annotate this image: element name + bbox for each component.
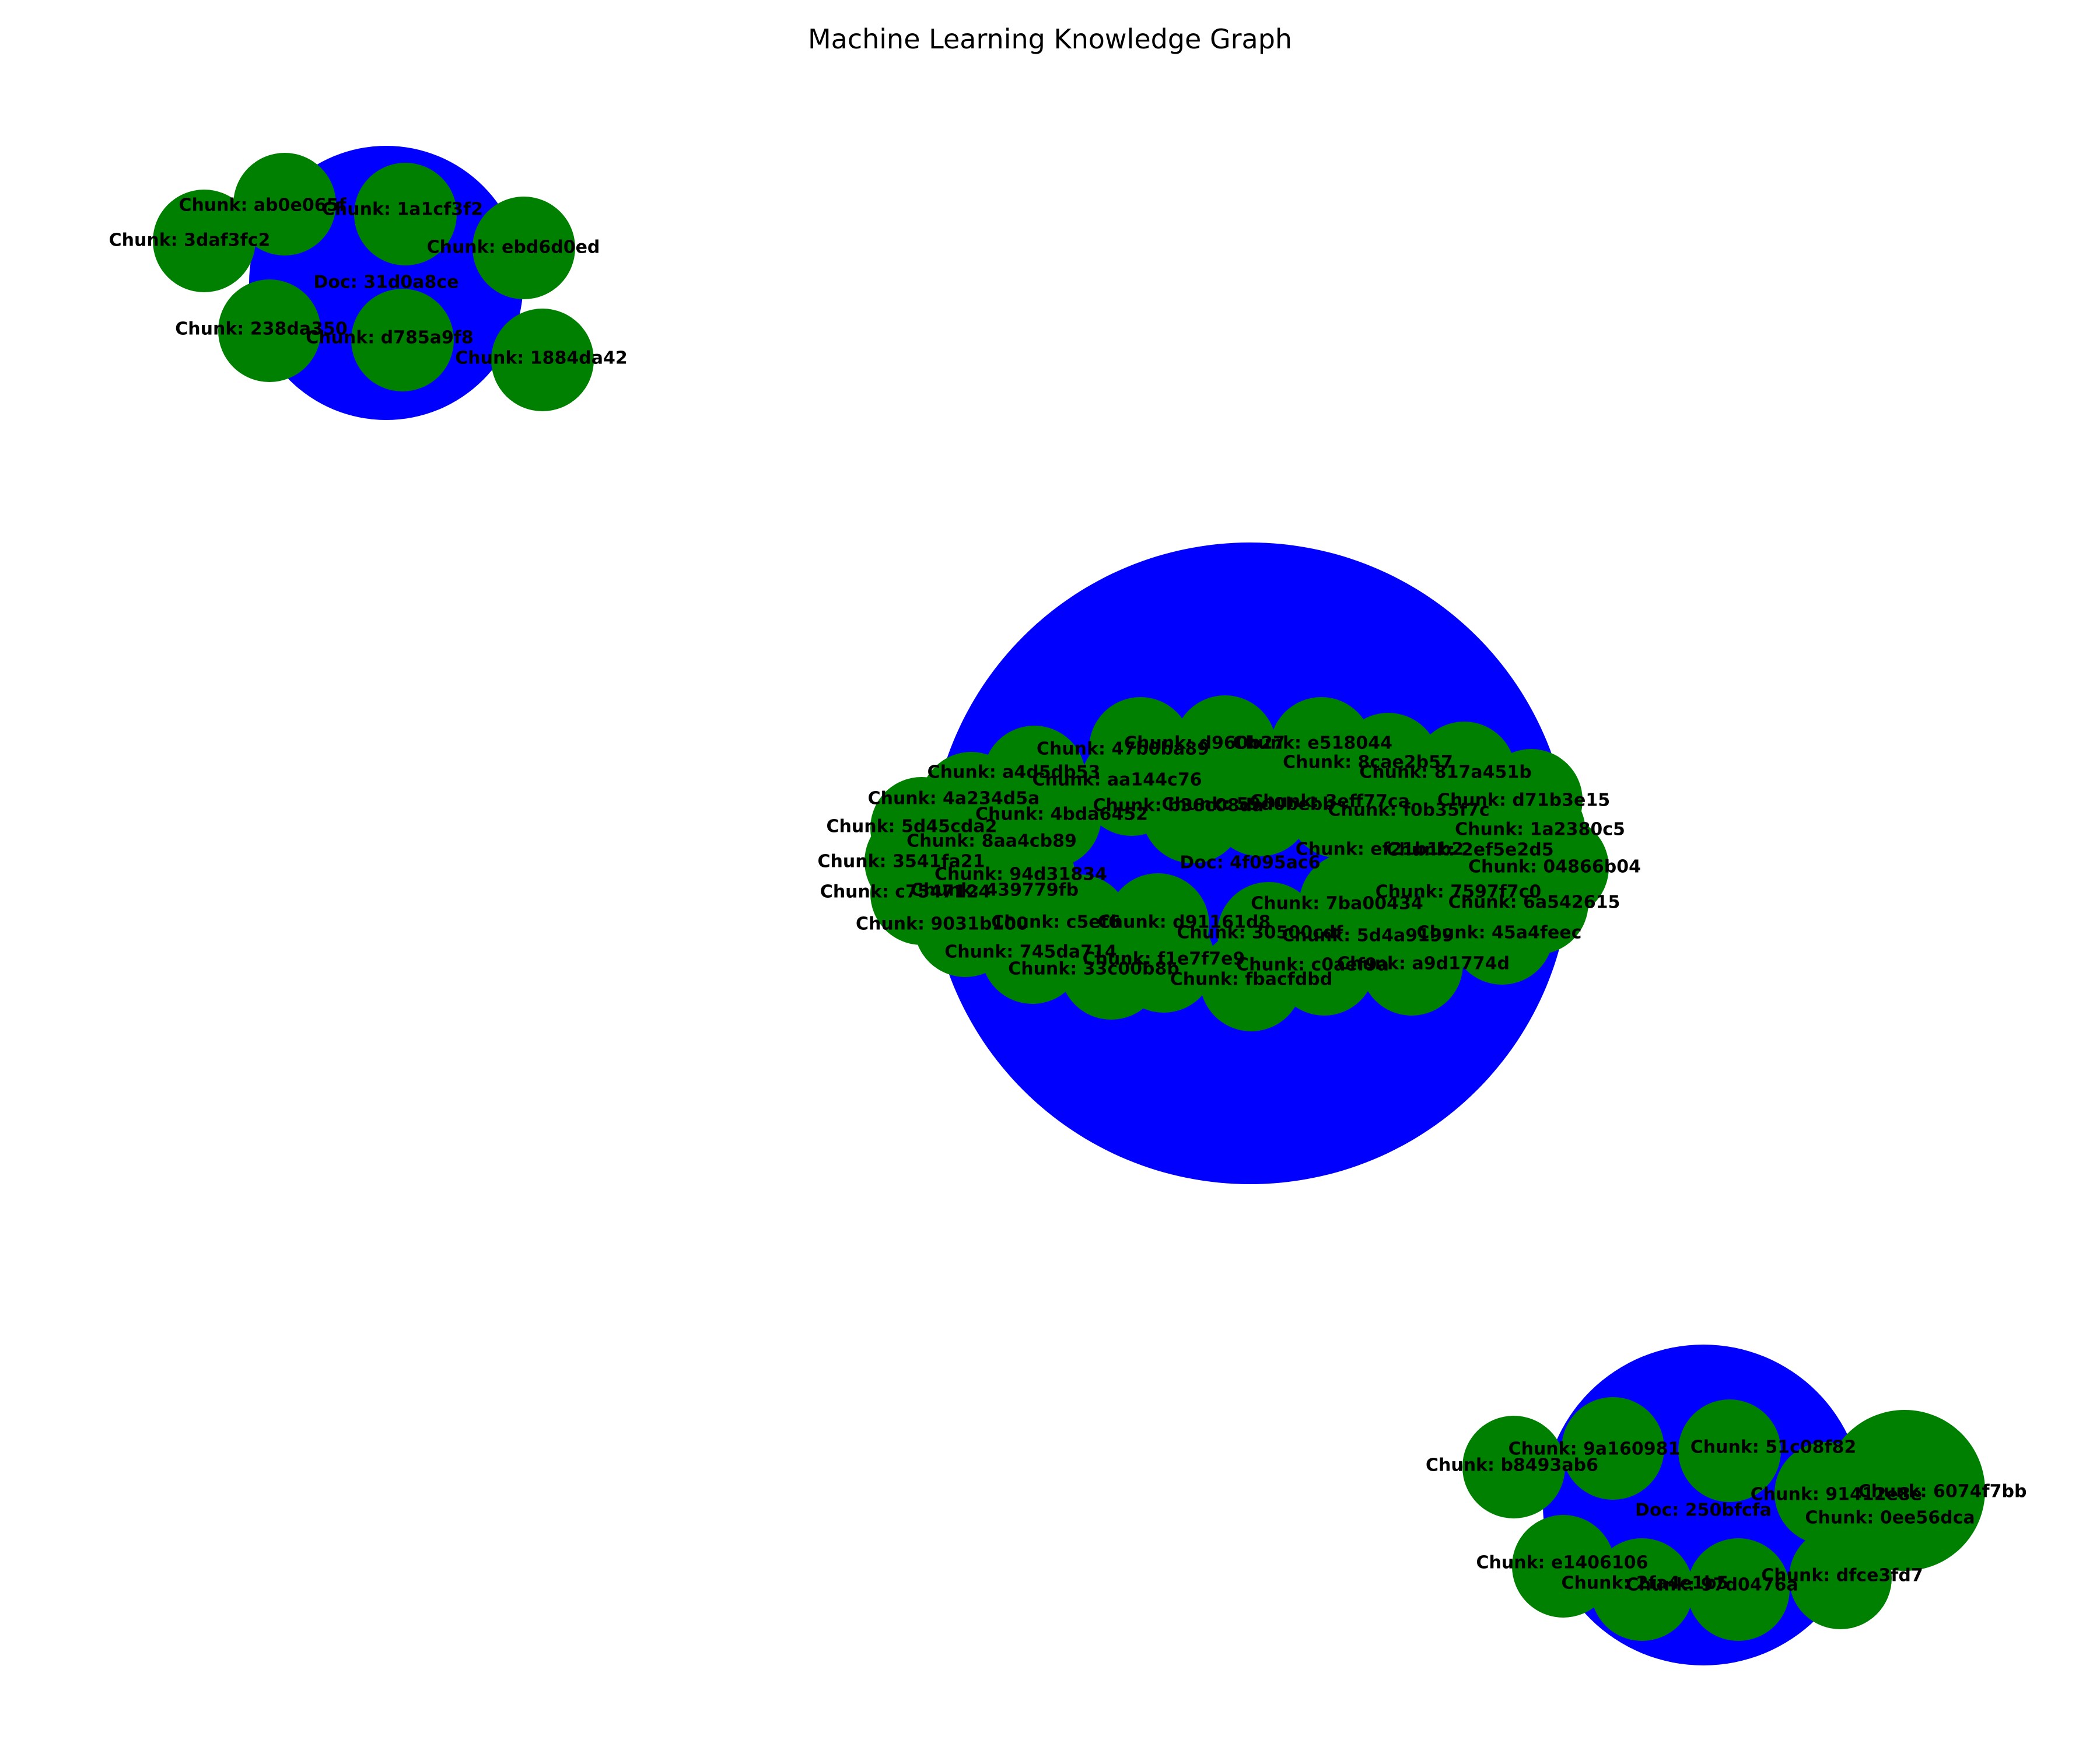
chunk-node-label: Chunk: b8493ab6 xyxy=(1426,1455,1598,1476)
chunk-node-label: Chunk: 33c00b8b xyxy=(1008,959,1180,979)
chunk-node-label: Chunk: 8cae2b57 xyxy=(1283,752,1453,773)
chunk-node-label: Chunk: c7547124 xyxy=(820,882,991,902)
chunk-node xyxy=(153,190,256,292)
chunk-node xyxy=(1360,913,1463,1016)
chunk-node-label: Chunk: f0b35f7c xyxy=(1328,800,1489,821)
chunk-node-label: Chunk: 4a234d5a xyxy=(868,789,1040,809)
chunk-node-label: Chunk: a4d5db53 xyxy=(928,762,1101,783)
chunk-node xyxy=(491,309,594,411)
chunk-node xyxy=(1687,1538,1790,1641)
chunk-node-label: Chunk: 51c08f82 xyxy=(1690,1437,1857,1458)
chunk-node-label: Chunk: ef21b1b2 xyxy=(1296,839,1464,860)
chunk-node-label: Chunk: ebd6d0ed xyxy=(427,237,600,258)
chunk-node xyxy=(981,901,1084,1004)
chunk-node-label: Chunk: 439779fb xyxy=(911,880,1079,901)
chunk-node-label: Chunk: 2ef5e2d5 xyxy=(1386,840,1553,860)
chunk-node-label: Chunk: f1e7f7e9 xyxy=(1083,949,1245,970)
chunk-node xyxy=(354,163,457,265)
chunk-node xyxy=(473,197,575,299)
chunk-node-label: Chunk: 745da714 xyxy=(944,942,1116,963)
chunk-node-label: Chunk: b36c08da xyxy=(1093,796,1264,816)
document-node-label: Doc: 4f095ac6 xyxy=(1180,853,1320,873)
chunk-node-label: Chunk: 47b0ba89 xyxy=(1037,739,1209,760)
chunk-node-label: Chunk: 817a451b xyxy=(1359,762,1531,783)
chunk-node xyxy=(1562,1397,1664,1500)
chunk-node xyxy=(1591,1538,1693,1641)
chunk-node-label: Chunk: 2fa4e1b5 xyxy=(1561,1573,1728,1594)
chunk-node xyxy=(1462,1416,1565,1518)
chunk-node-label: Chunk: d91161d8 xyxy=(1098,912,1271,933)
chunk-node-label: Chunk: a9d1774d xyxy=(1337,954,1510,974)
chunk-node-label: Chunk: 8aa4cb89 xyxy=(907,831,1077,852)
chunk-node xyxy=(233,153,336,256)
document-node xyxy=(929,542,1571,1184)
chunk-node-label: Chunk: 3541fa21 xyxy=(817,852,985,872)
chunk-node-label: Chunk: ab0e065f xyxy=(178,195,346,216)
chunk-node xyxy=(1512,1515,1615,1618)
chunk-node xyxy=(1060,917,1163,1020)
chunk-node-label: Chunk: 5d45cda2 xyxy=(827,817,998,837)
chunk-node-label: Chunk: 30500cdf xyxy=(1177,923,1343,943)
chunk-node xyxy=(1200,929,1303,1031)
chunk-node-label: Chunk: 3eff77ca xyxy=(1250,792,1410,812)
chunk-node-label: Chunk: 6a542615 xyxy=(1448,892,1620,913)
chunk-node-label: Chunk: 7597f7c0 xyxy=(1376,882,1542,902)
document-cluster: Doc: 250bfcfa Chunk: 9a160981 Chunk: 51c08… xyxy=(1426,1345,2027,1665)
chunk-node-label: Chunk: 7ba00434 xyxy=(1251,894,1423,914)
chunk-node-label: Chunk: e1406106 xyxy=(1476,1553,1648,1573)
chunk-node-label: Chunk: 238da350 xyxy=(175,319,347,340)
chunk-node-label: Chunk: 0ee56dca xyxy=(1805,1508,1975,1528)
chunk-node-label: Chunk: 91412e8e xyxy=(1751,1485,1922,1505)
chunk-node-label: Chunk: c5ef6 xyxy=(991,912,1120,933)
chunk-node-label: Chunk: fbacfdbd xyxy=(1170,970,1333,990)
chunk-node-label: Chunk: 3daf3fc2 xyxy=(109,230,271,251)
chunk-node-label: Chunk: d960b27 xyxy=(1124,733,1285,754)
chunk-node xyxy=(1678,1399,1781,1502)
chunk-node xyxy=(351,289,454,391)
chunk-node-label: Chunk: d785a9f8 xyxy=(306,328,474,348)
chunk-node-label: Chunk: aa144c76 xyxy=(1032,770,1202,790)
chunk-node xyxy=(1142,761,1244,863)
chunk-node-label: Chunk: 59d0bebb xyxy=(1161,794,1335,815)
chunk-node-label: Chunk: 04866b04 xyxy=(1468,857,1641,877)
chunk-node-label: Chunk: 5d4a9199 xyxy=(1282,926,1454,946)
figure-title: Machine Learning Knowledge Graph xyxy=(807,23,1293,55)
chunk-node-label: Chunk: 94d31834 xyxy=(935,864,1107,885)
chunk-node xyxy=(218,279,321,382)
chunk-node-label: Chunk: 45a4feec xyxy=(1417,923,1582,943)
chunk-node-label: Chunk: c0aef9a xyxy=(1236,955,1389,975)
chunk-node-label: Chunk: 1a1cf3f2 xyxy=(322,200,483,220)
chunk-node xyxy=(1451,882,1553,985)
chunk-node-label: Chunk: 9a160981 xyxy=(1508,1439,1681,1460)
document-node-label: Doc: 31d0a8ce xyxy=(313,272,459,293)
chunk-node-label: Chunk: 1884da42 xyxy=(455,348,627,369)
chunk-node-label: Chunk: 4bda6452 xyxy=(975,804,1148,825)
document-node-label: Doc: 250bfcfa xyxy=(1635,1500,1772,1521)
chunk-node xyxy=(1789,1527,1892,1629)
chunk-node-label: Chunk: 6074f7bb xyxy=(1859,1482,2027,1502)
chunk-node-label: Chunk: 1a2380c5 xyxy=(1455,820,1625,840)
chunk-node-label: Chunk: e518044 xyxy=(1233,733,1392,754)
chunk-node-label: Chunk: d71b3e15 xyxy=(1437,790,1610,811)
chunk-node-label: Chunk: 97d0476a xyxy=(1626,1575,1798,1595)
chunk-node-label: Chunk: dfce3fd7 xyxy=(1761,1566,1923,1586)
chunk-node-label: Chunk: 9031b100 xyxy=(856,914,1028,935)
